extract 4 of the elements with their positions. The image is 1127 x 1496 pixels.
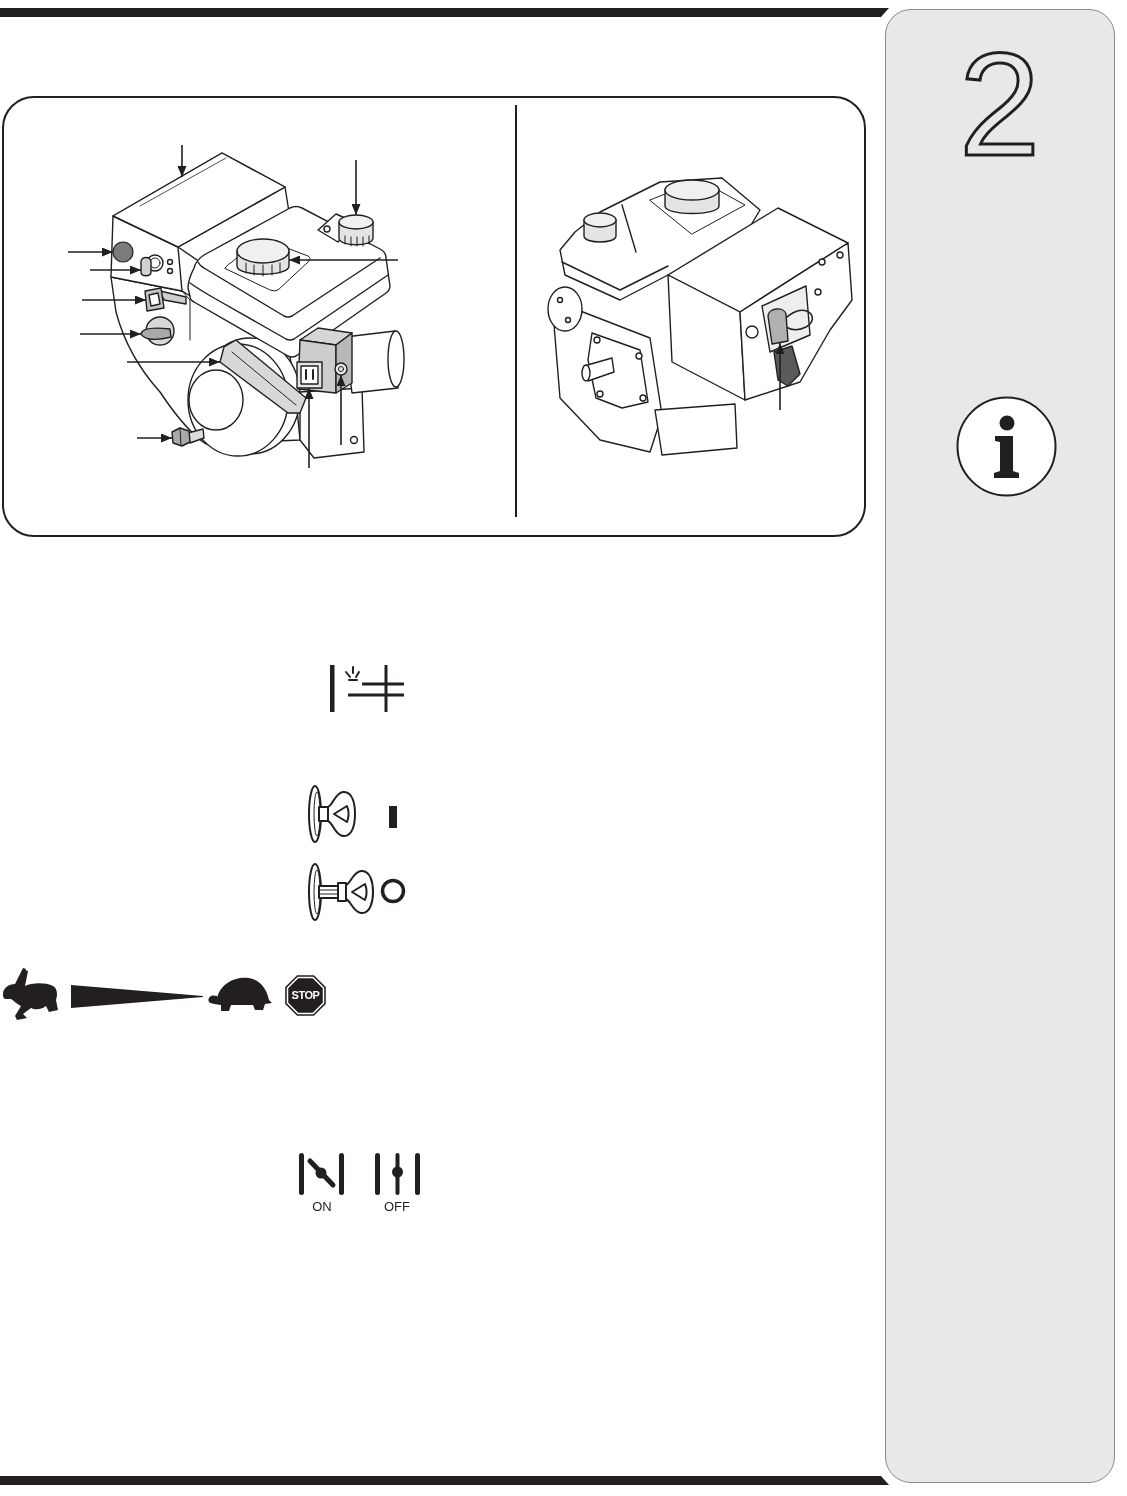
stop-sign: STOP xyxy=(283,973,328,1018)
chapter-number: 2 xyxy=(959,32,1041,178)
switch-caption: OFF xyxy=(383,1199,411,1214)
switch-caption: ON xyxy=(311,1199,333,1214)
